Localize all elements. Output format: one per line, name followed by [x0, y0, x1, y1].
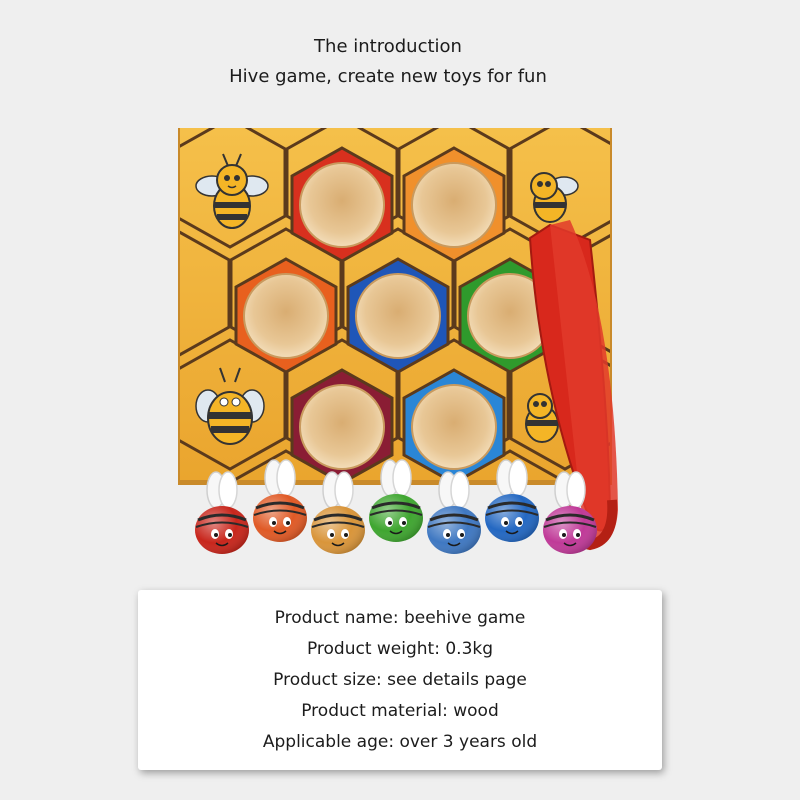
bee-character-bottom-left — [195, 367, 265, 445]
spec-product-material: Product material: wood — [301, 701, 499, 721]
bee-toy — [253, 459, 307, 542]
intro-subtitle: Hive game, create new toys for fun — [229, 66, 547, 87]
spec-product-name: Product name: beehive game — [274, 608, 526, 628]
bee-toy — [311, 471, 365, 554]
bee-character-top-left — [195, 153, 269, 229]
bee-toy — [195, 471, 249, 554]
bee-character-top-right — [530, 172, 579, 223]
bee-character-bottom-right — [525, 393, 559, 443]
bee-toy — [369, 459, 423, 542]
bee-toy — [543, 471, 597, 554]
spec-card: Product name: beehive game Product weigh… — [138, 590, 662, 770]
spec-product-weight: Product weight: 0.3kg — [306, 639, 494, 659]
spec-applicable-age: Applicable age: over 3 years old — [262, 732, 538, 752]
bee-toy — [427, 471, 481, 554]
spec-product-size: Product size: see details page — [273, 670, 527, 690]
intro-title: The introduction — [314, 36, 462, 57]
bee-toy — [485, 459, 539, 542]
tongs — [528, 220, 618, 551]
product-photo — [178, 128, 618, 554]
